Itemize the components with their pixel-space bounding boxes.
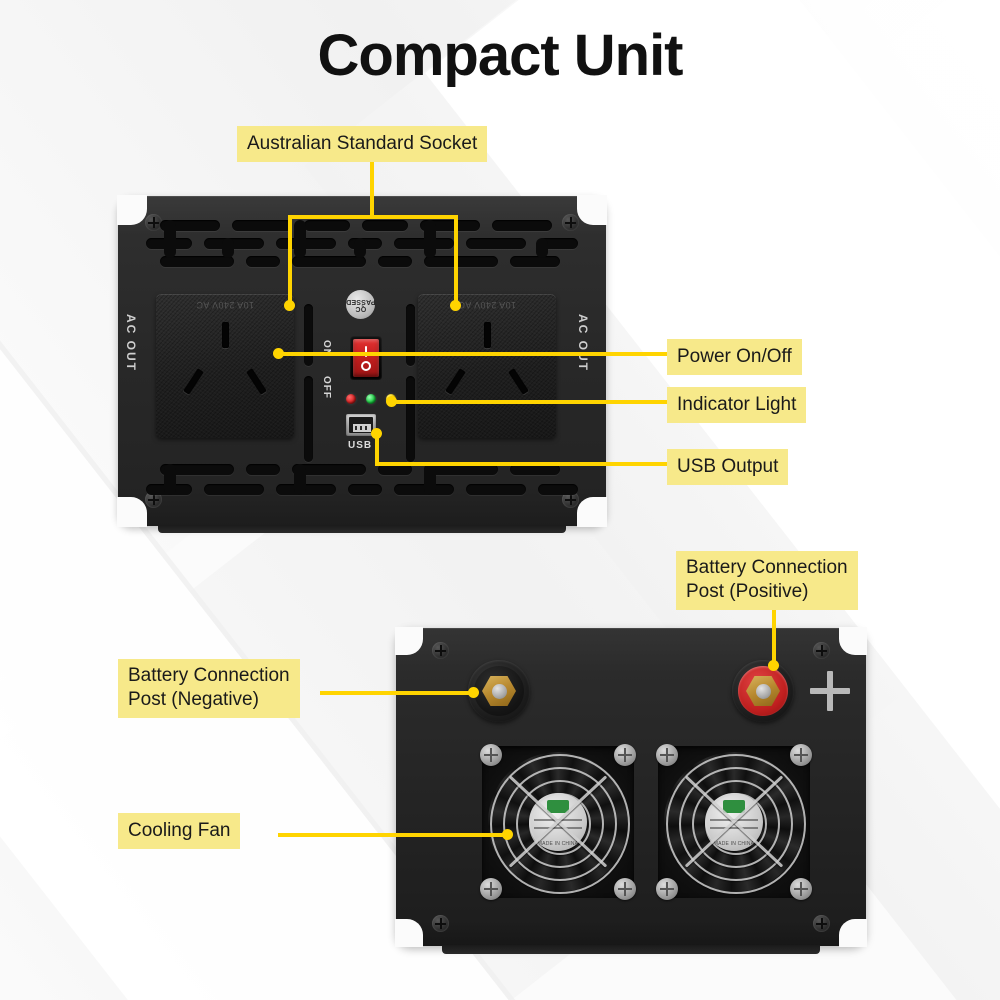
socket-earth-slot: [483, 322, 491, 348]
leader-power: [277, 352, 667, 356]
leader-socket-branch-left: [288, 215, 292, 305]
terminal-bolt-head: [755, 683, 771, 699]
panel-screw-icon: [562, 214, 579, 231]
fan-screw-icon: [614, 744, 636, 766]
leader-dot-socket-left: [284, 300, 295, 311]
qc-passed-sticker: QC PASSED: [346, 290, 375, 319]
leader-dot-battery-positive: [768, 660, 779, 671]
leader-battery-positive: [772, 608, 776, 666]
panel-corner-notch: [577, 195, 607, 225]
leader-usb-stem: [375, 432, 379, 466]
leader-socket-stem: [370, 157, 374, 219]
leader-dot-power: [273, 348, 284, 359]
panel-screw-icon: [813, 915, 830, 932]
fan-screw-icon: [480, 744, 502, 766]
power-off-symbol-icon: [361, 361, 371, 371]
callout-australian-standard-socket[interactable]: Australian Standard Socket: [237, 126, 488, 162]
ac-out-label-left: AC OUT: [124, 314, 138, 372]
callout-usb-output[interactable]: USB Output: [667, 449, 789, 485]
side-vent: [406, 376, 415, 462]
leader-dot-usb: [371, 428, 382, 439]
switch-off-label: OFF: [321, 376, 332, 399]
panel-corner-notch: [117, 497, 147, 527]
side-vent: [304, 304, 313, 366]
side-vent: [406, 304, 415, 366]
leader-cooling-fan: [278, 833, 508, 837]
battery-terminal-positive[interactable]: [732, 660, 794, 722]
leader-dot-socket-right: [450, 300, 461, 311]
side-vent: [304, 376, 313, 462]
socket-active-slot: [445, 368, 466, 395]
callout-power-on-off[interactable]: Power On/Off: [667, 339, 802, 375]
leader-dot-cooling-fan: [502, 829, 513, 840]
rear-panel-foot: [442, 945, 820, 954]
led-green: [366, 394, 376, 404]
panel-screw-icon: [145, 214, 162, 231]
fan-screw-icon: [790, 878, 812, 900]
usb-contact-tongue: [353, 424, 371, 432]
front-panel-foot: [158, 525, 566, 533]
usb-port[interactable]: [346, 414, 376, 436]
leader-dot-battery-negative: [468, 687, 479, 698]
socket-rating-right: 10A 240V AC: [458, 300, 516, 310]
panel-corner-notch: [577, 497, 607, 527]
socket-earth-slot: [221, 322, 229, 348]
cooling-fan-left: MADE IN CHINA: [480, 744, 636, 900]
fan-screw-icon: [614, 878, 636, 900]
socket-active-slot: [183, 368, 204, 395]
callout-battery-post-negative[interactable]: Battery Connection Post (Negative): [118, 659, 300, 718]
usb-label: USB: [348, 440, 373, 451]
leader-socket-crossbar: [288, 215, 458, 219]
positive-polarity-icon: [810, 671, 850, 711]
callout-indicator-light[interactable]: Indicator Light: [667, 387, 807, 423]
power-on-symbol-icon: [365, 346, 367, 357]
fan-grille: [658, 746, 810, 898]
panel-screw-icon: [562, 491, 579, 508]
panel-corner-notch: [839, 919, 867, 947]
panel-corner-notch: [839, 627, 867, 655]
panel-screw-icon: [145, 491, 162, 508]
fan-screw-icon: [656, 744, 678, 766]
battery-terminal-negative[interactable]: [468, 660, 530, 722]
panel-screw-icon: [432, 915, 449, 932]
panel-screw-icon: [813, 642, 830, 659]
fan-screw-icon: [656, 878, 678, 900]
fan-screw-icon: [790, 744, 812, 766]
leader-socket-branch-right: [454, 215, 458, 305]
inverter-front-panel: AC OUT AC OUT 10A 240V AC 10A 240V AC QC…: [117, 195, 607, 533]
power-rocker-switch[interactable]: [350, 336, 382, 380]
callout-cooling-fan[interactable]: Cooling Fan: [118, 813, 241, 849]
ac-socket-left[interactable]: 10A 240V AC: [156, 294, 294, 438]
ac-out-label-right: AC OUT: [576, 314, 590, 372]
leader-usb-run: [375, 462, 667, 466]
leader-dot-indicator: [386, 396, 397, 407]
leader-battery-negative: [320, 691, 474, 695]
usb-cavity: [349, 417, 373, 433]
inverter-rear-panel: MADE IN CHINA: [395, 627, 867, 954]
ac-socket-right[interactable]: 10A 240V AC: [418, 294, 556, 438]
panel-corner-notch: [117, 195, 147, 225]
page-title: Compact Unit: [317, 23, 684, 88]
terminal-bolt-head: [491, 683, 507, 699]
qc-line-2: PASSED: [345, 297, 376, 305]
qc-line-1: QC: [355, 304, 366, 312]
socket-neutral-slot: [508, 368, 529, 395]
led-red: [346, 394, 356, 404]
fan-grille: [482, 746, 634, 898]
leader-indicator: [390, 400, 667, 404]
panel-screw-icon: [432, 642, 449, 659]
fan-screw-icon: [480, 878, 502, 900]
rocker-cap[interactable]: [353, 339, 379, 377]
callout-battery-post-positive[interactable]: Battery Connection Post (Positive): [676, 551, 858, 610]
panel-corner-notch: [395, 919, 423, 947]
socket-rating-left: 10A 240V AC: [196, 300, 254, 310]
socket-neutral-slot: [246, 368, 267, 395]
cooling-fan-right: MADE IN CHINA: [656, 744, 812, 900]
